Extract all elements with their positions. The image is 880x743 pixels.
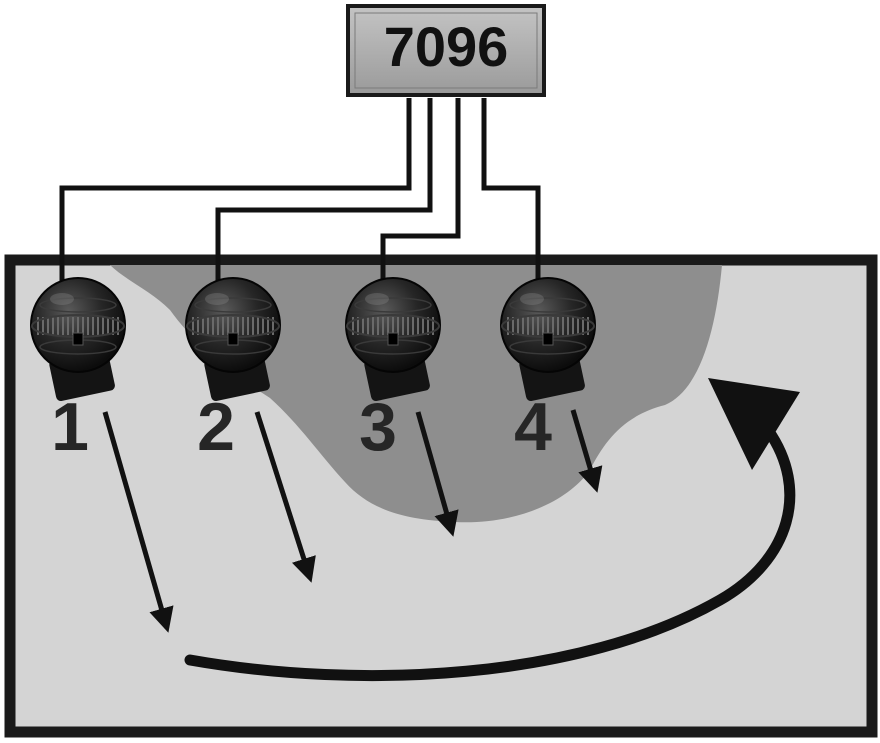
wave-pump-icon	[345, 277, 441, 401]
controller-cables	[59, 98, 541, 282]
pump-4-flow-arrow	[570, 409, 603, 493]
pump-number-3: 3	[359, 389, 397, 465]
pump-number-1: 1	[51, 389, 89, 465]
flow-arrows	[102, 409, 603, 633]
pump-3-flow-arrow	[415, 411, 459, 537]
wave-pump-icon	[185, 277, 281, 401]
circular-current-arrow	[184, 378, 800, 682]
cable-pump-3	[380, 98, 461, 282]
wave-pump-icon	[500, 277, 596, 401]
controller-box-icon	[346, 4, 546, 97]
wave-pump-icon	[30, 277, 126, 401]
pump-1-flow-arrow	[102, 411, 174, 633]
pump-numbers: 1 2 3 4	[51, 389, 552, 465]
pumps	[30, 277, 596, 401]
cable-pump-4	[481, 98, 541, 282]
pump-number-2: 2	[197, 389, 235, 465]
cable-pump-1	[59, 98, 412, 282]
pump-number-4: 4	[514, 389, 552, 465]
current-arrowhead-icon	[708, 378, 800, 470]
pump-2-flow-arrow	[254, 411, 316, 583]
controller-label: 7096	[384, 15, 509, 78]
cable-pump-2	[215, 98, 433, 282]
controller: 7096	[346, 4, 546, 97]
